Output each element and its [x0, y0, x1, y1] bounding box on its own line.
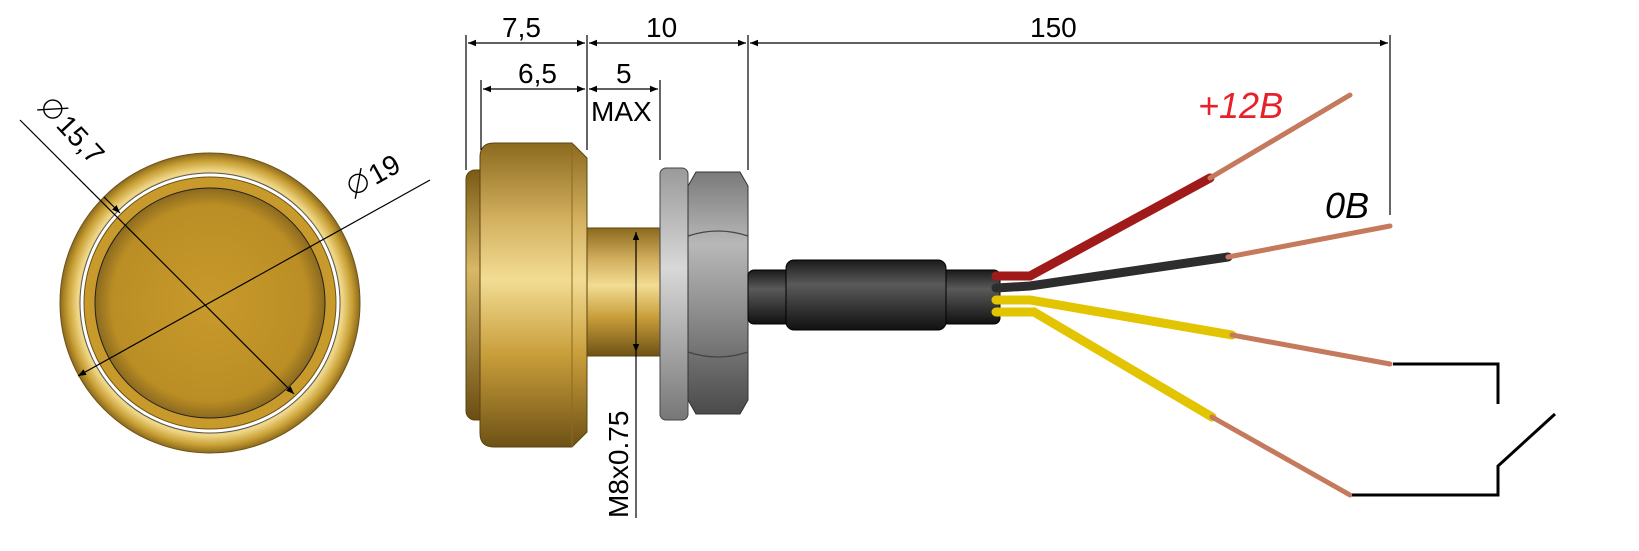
wire-yellow-1-strip [1229, 332, 1393, 367]
dia19-label: 19 [348, 148, 405, 199]
thread-spec-text: M8x0.75 [603, 411, 634, 518]
side-view: +12B 0B [465, 85, 1557, 518]
label-0v: 0B [1325, 185, 1369, 226]
dia157-label: 15,7 [37, 99, 111, 170]
top-dimensions: 7,5 10 150 6,5 5 MAX [465, 12, 1391, 215]
washer [659, 167, 689, 421]
front-view: 15,7 19 [19, 99, 431, 454]
hex-nut [687, 171, 749, 415]
label-plus12v: +12B [1198, 85, 1283, 126]
wire-yellow-2 [991, 307, 1217, 422]
threaded-neck [586, 227, 661, 357]
dia19-line [77, 179, 431, 377]
wire-red [991, 173, 1215, 281]
wire-black [991, 252, 1233, 293]
dim-6-5-text: 6,5 [518, 58, 557, 89]
wire-red-strip [1207, 92, 1353, 181]
dim-5max-text: 5 [616, 58, 632, 89]
dim-7-5-text: 7,5 [502, 12, 541, 43]
wire-yellow-2-strip [1209, 414, 1353, 498]
cable-sleeve [785, 259, 947, 331]
dim-150-text: 150 [1030, 12, 1077, 43]
dia157-line [19, 119, 295, 395]
dia157-value: 15,7 [51, 109, 111, 170]
wire-black-strip [1225, 223, 1393, 260]
dim-5max-suffix: MAX [591, 96, 652, 127]
switch-symbol [1352, 362, 1557, 497]
dia19-value: 19 [363, 148, 405, 190]
wire-yellow-1 [991, 295, 1237, 340]
dia157-arrow-start [103, 196, 121, 214]
dim-10-text: 10 [646, 12, 677, 43]
head-body [479, 142, 588, 448]
wires [991, 92, 1393, 498]
